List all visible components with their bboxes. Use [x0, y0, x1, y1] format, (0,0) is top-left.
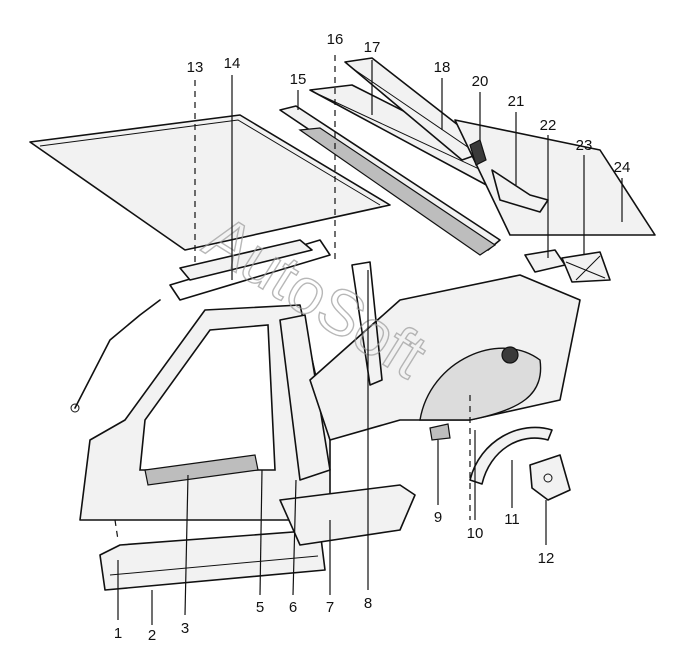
callout-15: 15 — [290, 71, 307, 88]
antenna-cable — [74, 299, 161, 409]
callout-22: 22 — [540, 117, 557, 134]
callout-21: 21 — [508, 93, 525, 110]
callout-3: 3 — [181, 620, 189, 637]
callout-2: 2 — [148, 627, 156, 644]
rear-deck-panel-24 — [454, 119, 656, 236]
wheel-arch-inner — [419, 347, 542, 421]
roof-side-rail — [179, 239, 313, 281]
sill-trim-3 — [144, 454, 259, 486]
bracket-23 — [561, 251, 611, 283]
callout-12: 12 — [538, 550, 555, 567]
roof-rail-strip-16 — [298, 127, 497, 256]
callout-13: 13 — [187, 59, 204, 76]
callout-23: 23 — [576, 137, 593, 154]
bracket-22 — [524, 249, 566, 273]
callout-9: 9 — [434, 509, 442, 526]
callout-16: 16 — [327, 31, 344, 48]
callout-7: 7 — [326, 599, 334, 616]
callout-24: 24 — [614, 159, 631, 176]
callout-1: 1 — [114, 625, 122, 642]
bracket-9 — [429, 423, 451, 441]
callout-20: 20 — [472, 73, 489, 90]
mud-flap-12 — [529, 454, 571, 501]
bracket-21 — [491, 169, 549, 213]
callout-18: 18 — [434, 59, 451, 76]
roof-panel — [29, 114, 391, 251]
callout-8: 8 — [364, 595, 372, 612]
callout-11: 11 — [504, 511, 520, 528]
callout-14: 14 — [224, 55, 241, 72]
b-pillar-6 — [279, 314, 331, 481]
rocker-panel-2 — [99, 529, 326, 591]
bracket-20 — [469, 139, 487, 166]
callout-10: 10 — [467, 525, 484, 542]
rocker-panel-7 — [279, 484, 416, 546]
wheel-arch-moulding-11 — [469, 426, 553, 485]
callout-17: 17 — [364, 39, 381, 56]
rail-8 — [351, 261, 383, 386]
callout-5: 5 — [256, 599, 264, 616]
callout-6: 6 — [289, 599, 297, 616]
